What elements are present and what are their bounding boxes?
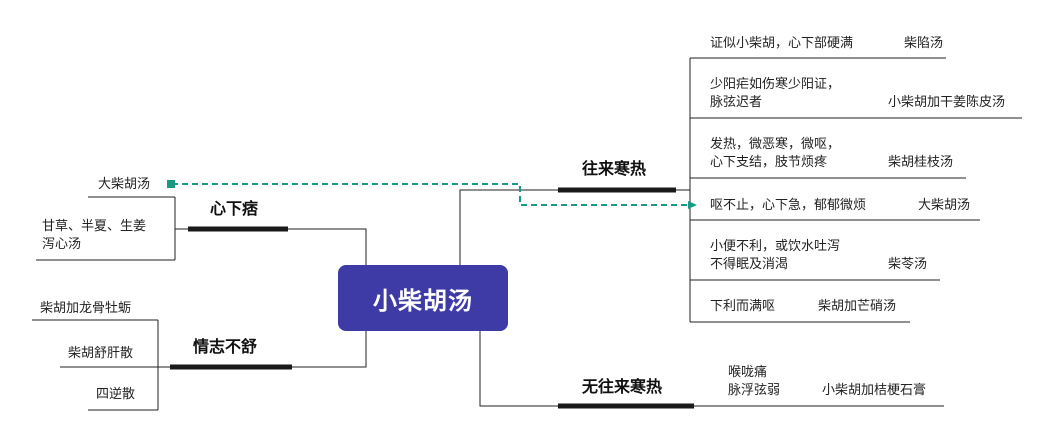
connector-wanglai bbox=[459, 189, 558, 265]
wanglai-formula-6: 柴胡加芒硝汤 bbox=[818, 299, 897, 314]
dashed-link-start-marker bbox=[167, 180, 175, 188]
qingzhi-item-3: 四逆散 bbox=[96, 387, 136, 402]
wanglai-formula-1: 柴陷汤 bbox=[904, 36, 944, 51]
connector-wuwanglai bbox=[479, 331, 558, 407]
xinxiapi-item-2b: 泻心汤 bbox=[42, 237, 82, 252]
center-node[interactable]: 小柴胡汤 bbox=[338, 265, 508, 331]
xinxiapi-item-1: 大柴胡汤 bbox=[98, 177, 151, 192]
wuwanglai-formula: 小柴胡加桔梗石膏 bbox=[822, 383, 927, 398]
wanglai-symptom-3b: 心下支结，肢节烦疼 bbox=[710, 155, 828, 170]
wanglai-symptom-3a: 发热，微恶寒，微呕， bbox=[710, 137, 841, 152]
branch-wanglai[interactable]: 往来寒热 bbox=[582, 159, 647, 178]
branch-xinxiapi[interactable]: 心下痞 bbox=[210, 199, 259, 218]
dashed-link bbox=[172, 183, 688, 206]
wanglai-symptom-4: 呕不止，心下急，郁郁微烦 bbox=[710, 198, 867, 213]
wanglai-symptom-5b: 不得眠及消渴 bbox=[710, 257, 789, 272]
wanglai-formula-3: 柴胡桂枝汤 bbox=[888, 155, 954, 170]
xinxiapi-item-2a: 甘草、半夏、生姜 bbox=[42, 219, 147, 234]
wanglai-formula-2: 小柴胡加干姜陈皮汤 bbox=[888, 95, 1006, 110]
branch-qingzhi[interactable]: 情志不舒 bbox=[193, 337, 258, 356]
wanglai-symptom-1: 证似小柴胡，心下部硬满 bbox=[710, 36, 854, 51]
wuwanglai-symptom-a: 喉咙痛 bbox=[728, 365, 768, 380]
dashed-link-arrow bbox=[688, 201, 697, 209]
wanglai-symptom-6: 下利而满呕 bbox=[710, 299, 776, 314]
wanglai-symptom-2b: 脉弦迟者 bbox=[710, 95, 763, 110]
wanglai-formula-4: 大柴胡汤 bbox=[918, 198, 971, 213]
wanglai-formula-5: 柴苓汤 bbox=[888, 257, 928, 272]
wuwanglai-symptom-b: 脉浮弦弱 bbox=[728, 383, 781, 398]
wanglai-symptom-2a: 少阳疟如伤寒少阳证， bbox=[710, 77, 841, 92]
branch-wuwanglai[interactable]: 无往来寒热 bbox=[582, 377, 663, 396]
qingzhi-item-1: 柴胡加龙骨牡蛎 bbox=[40, 301, 132, 316]
qingzhi-item-2: 柴胡舒肝散 bbox=[68, 346, 134, 361]
wanglai-symptom-5a: 小便不利，或饮水吐泻 bbox=[710, 239, 841, 254]
